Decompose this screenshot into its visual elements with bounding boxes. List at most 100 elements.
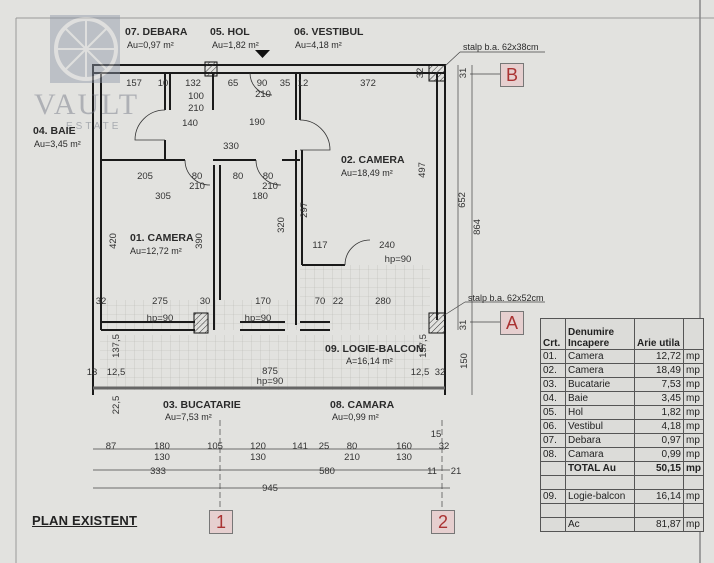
dimension: 157 — [126, 78, 142, 89]
area-unit — [683, 503, 704, 518]
dimension: 390 — [194, 233, 205, 249]
row-number: 08. — [540, 447, 566, 462]
dimension: 105 — [207, 441, 223, 452]
dimension: 35 — [279, 78, 291, 89]
room-area-camera-2: Au=18,49 m² — [341, 168, 393, 178]
area-unit: mp — [683, 517, 704, 532]
area-unit: mp — [683, 363, 704, 378]
room-area — [634, 503, 684, 518]
room-name: Camera — [565, 349, 635, 364]
dimension: 87 — [105, 441, 117, 452]
row-number: 05. — [540, 405, 566, 420]
header-area: Arie utila — [634, 318, 684, 350]
room-name: Camara — [565, 447, 635, 462]
table-header: Crt. Denumire Incapere Arie utila — [540, 318, 704, 350]
dimension: 30 — [199, 296, 211, 307]
column-note-top: stalp b.a. 62x38cm — [463, 42, 539, 52]
row-number — [540, 517, 566, 532]
dimension: 864 — [472, 219, 483, 235]
room-label-camera-2: 02. CAMERA — [341, 154, 405, 166]
dimension: 210 — [262, 181, 278, 192]
room-label-bucatarie: 03. BUCATARIE — [163, 399, 241, 411]
row-number: 09. — [540, 489, 566, 504]
header-crt: Crt. — [540, 318, 566, 350]
dimension: 420 — [108, 233, 119, 249]
room-name: TOTAL Au — [565, 461, 635, 476]
row-number: 02. — [540, 363, 566, 378]
dimension: 372 — [360, 78, 376, 89]
logo-subtext: ESTATE — [66, 121, 122, 132]
dimension: 130 — [154, 452, 170, 463]
header-name: Denumire Incapere — [565, 318, 635, 350]
room-area-logie-balcon: A=16,14 m² — [346, 356, 393, 366]
area-table: Crt. Denumire Incapere Arie utila 01.Cam… — [540, 318, 704, 532]
room-label-camara: 08. CAMARA — [330, 399, 395, 411]
column-note-bottom: stalp b.a. 62x52cm — [468, 293, 544, 303]
row-number — [540, 461, 566, 476]
room-name: Bucatarie — [565, 377, 635, 392]
dimension: 10 — [157, 78, 169, 89]
room-area: 0,97 — [634, 433, 684, 448]
room-label-baie: 04. BAIE — [33, 125, 76, 137]
row-number: 06. — [540, 419, 566, 434]
dimension: 580 — [319, 466, 335, 477]
dimension: 137,5 — [111, 334, 122, 358]
dimension: 80 — [346, 441, 358, 452]
dimension: 130 — [396, 452, 412, 463]
dimension: 180 — [252, 191, 268, 202]
table-row — [540, 475, 704, 490]
dimension: 190 — [249, 117, 265, 128]
dimension: 15 — [430, 429, 442, 440]
dimension: 32 — [415, 67, 426, 79]
room-label-hol: 05. HOL — [210, 26, 250, 38]
dimension: 80 — [191, 171, 203, 182]
room-label-camera-1: 01. CAMERA — [130, 232, 194, 244]
dimension: 180 — [154, 441, 170, 452]
room-label-vestibul: 06. VESTIBUL — [294, 26, 364, 38]
room-label-debara: 07. DEBARA — [125, 26, 188, 38]
dimension: 140 — [182, 118, 198, 129]
dimension: hp=90 — [384, 254, 412, 265]
room-area: 4,18 — [634, 419, 684, 434]
dimension: 32 — [434, 367, 446, 378]
dimension: 132 — [185, 78, 201, 89]
area-unit: mp — [683, 349, 704, 364]
logo-emblem — [50, 15, 120, 83]
room-area-camera-1: Au=12,72 m² — [130, 246, 182, 256]
dimension: 170 — [255, 296, 271, 307]
dimension: 11 — [427, 466, 437, 477]
dimension: 297 — [299, 202, 310, 218]
dimension: 31 — [458, 67, 469, 79]
row-number — [540, 503, 566, 518]
dimension: 305 — [155, 191, 171, 202]
room-name: Vestibul — [565, 419, 635, 434]
room-name — [565, 503, 635, 518]
area-unit: mp — [683, 447, 704, 462]
dimension: 280 — [375, 296, 391, 307]
room-area-vestibul: Au=4,18 m² — [295, 40, 342, 50]
row-number: 03. — [540, 377, 566, 392]
table-row — [540, 503, 704, 518]
dimension: 137,5 — [418, 334, 429, 358]
dimension: 160 — [396, 441, 412, 452]
dimension: hp=90 — [256, 376, 284, 387]
axis-marker-b: B — [500, 63, 524, 87]
dimension: 497 — [417, 162, 428, 178]
axis-marker-a: A — [500, 311, 524, 335]
dimension: 150 — [459, 353, 470, 369]
dimension: 70 — [314, 296, 326, 307]
room-area: 12,72 — [634, 349, 684, 364]
dimension: 652 — [457, 192, 468, 208]
dimension: 13 — [86, 367, 98, 378]
dimension: 275 — [152, 296, 168, 307]
dimension: 141 — [292, 441, 308, 452]
room-area: 7,53 — [634, 377, 684, 392]
area-unit: mp — [683, 405, 704, 420]
